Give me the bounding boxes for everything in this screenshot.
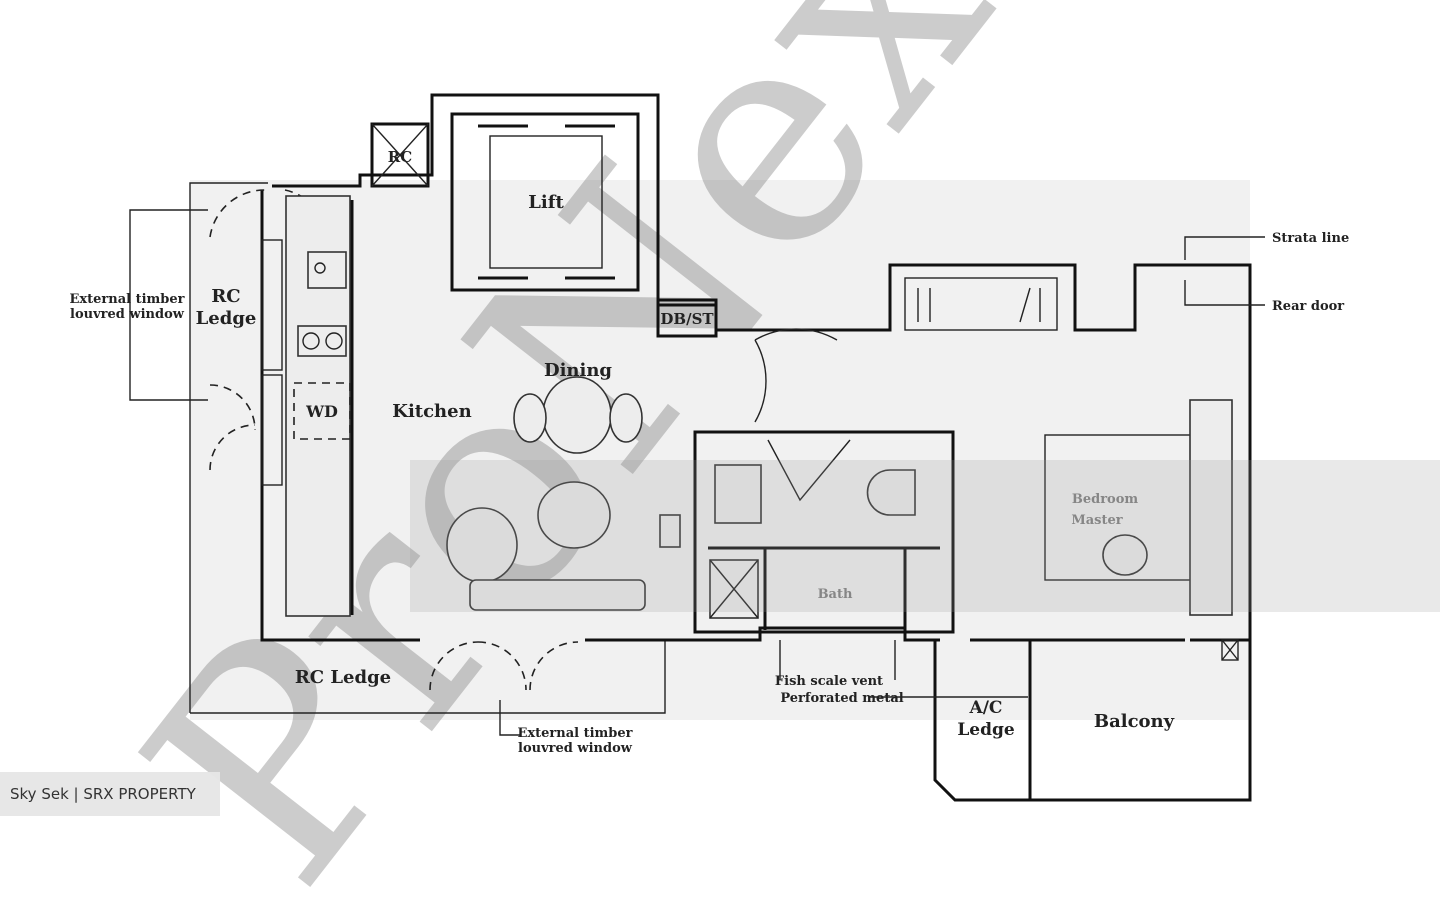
fixtures	[285, 195, 1233, 619]
leaders	[129, 209, 1265, 736]
ext-window-left-note-1: External timber	[69, 292, 184, 307]
ac-ledge-label-2: Ledge	[957, 720, 1015, 740]
plan-interior-fill	[190, 180, 1250, 720]
rc-ledge-left-label-2: Ledge	[196, 308, 257, 329]
fish-scale-note: Fish scale vent	[775, 674, 883, 689]
wd-label: WD	[305, 402, 338, 421]
strata-line-note: Strata line	[1272, 231, 1349, 246]
db-st-label: DB/ST	[660, 310, 714, 328]
toilet	[866, 469, 916, 516]
sink	[307, 251, 347, 289]
ext-window-left-note-2: louvred window	[70, 307, 185, 322]
bath-label: Bath	[818, 587, 853, 602]
sofa	[469, 579, 646, 611]
wardrobe	[1189, 399, 1233, 616]
kitchen-label: Kitchen	[392, 401, 471, 422]
bedroom-label-2: Master	[1071, 513, 1122, 528]
bedroom-label-1: Bedroom	[1072, 492, 1139, 507]
balcony-label: Balcony	[1094, 711, 1175, 732]
rear-door-note: Rear door	[1272, 299, 1344, 314]
dining-label: Dining	[544, 360, 612, 381]
overlay-band	[410, 460, 1440, 612]
rc-ledge-left-label-1: RC	[211, 286, 240, 307]
hob	[297, 325, 347, 357]
listing-caption: Sky Sek | SRX PROPERTY	[0, 772, 220, 816]
ext-window-bottom-note-2: louvred window	[518, 741, 633, 756]
lift-label: Lift	[528, 192, 564, 213]
walls	[189, 93, 1252, 802]
washer-dryer	[293, 382, 351, 440]
perforated-note: Perforated metal	[780, 691, 903, 706]
rc-shaft-label: RC	[388, 148, 412, 166]
basin	[714, 464, 762, 524]
rc-ledge-bottom-label: RC Ledge	[295, 667, 391, 688]
ext-window-bottom-note-1: External timber	[517, 726, 632, 741]
dining-table	[542, 376, 612, 454]
ac-ledge-label-1: A/C	[969, 698, 1003, 718]
